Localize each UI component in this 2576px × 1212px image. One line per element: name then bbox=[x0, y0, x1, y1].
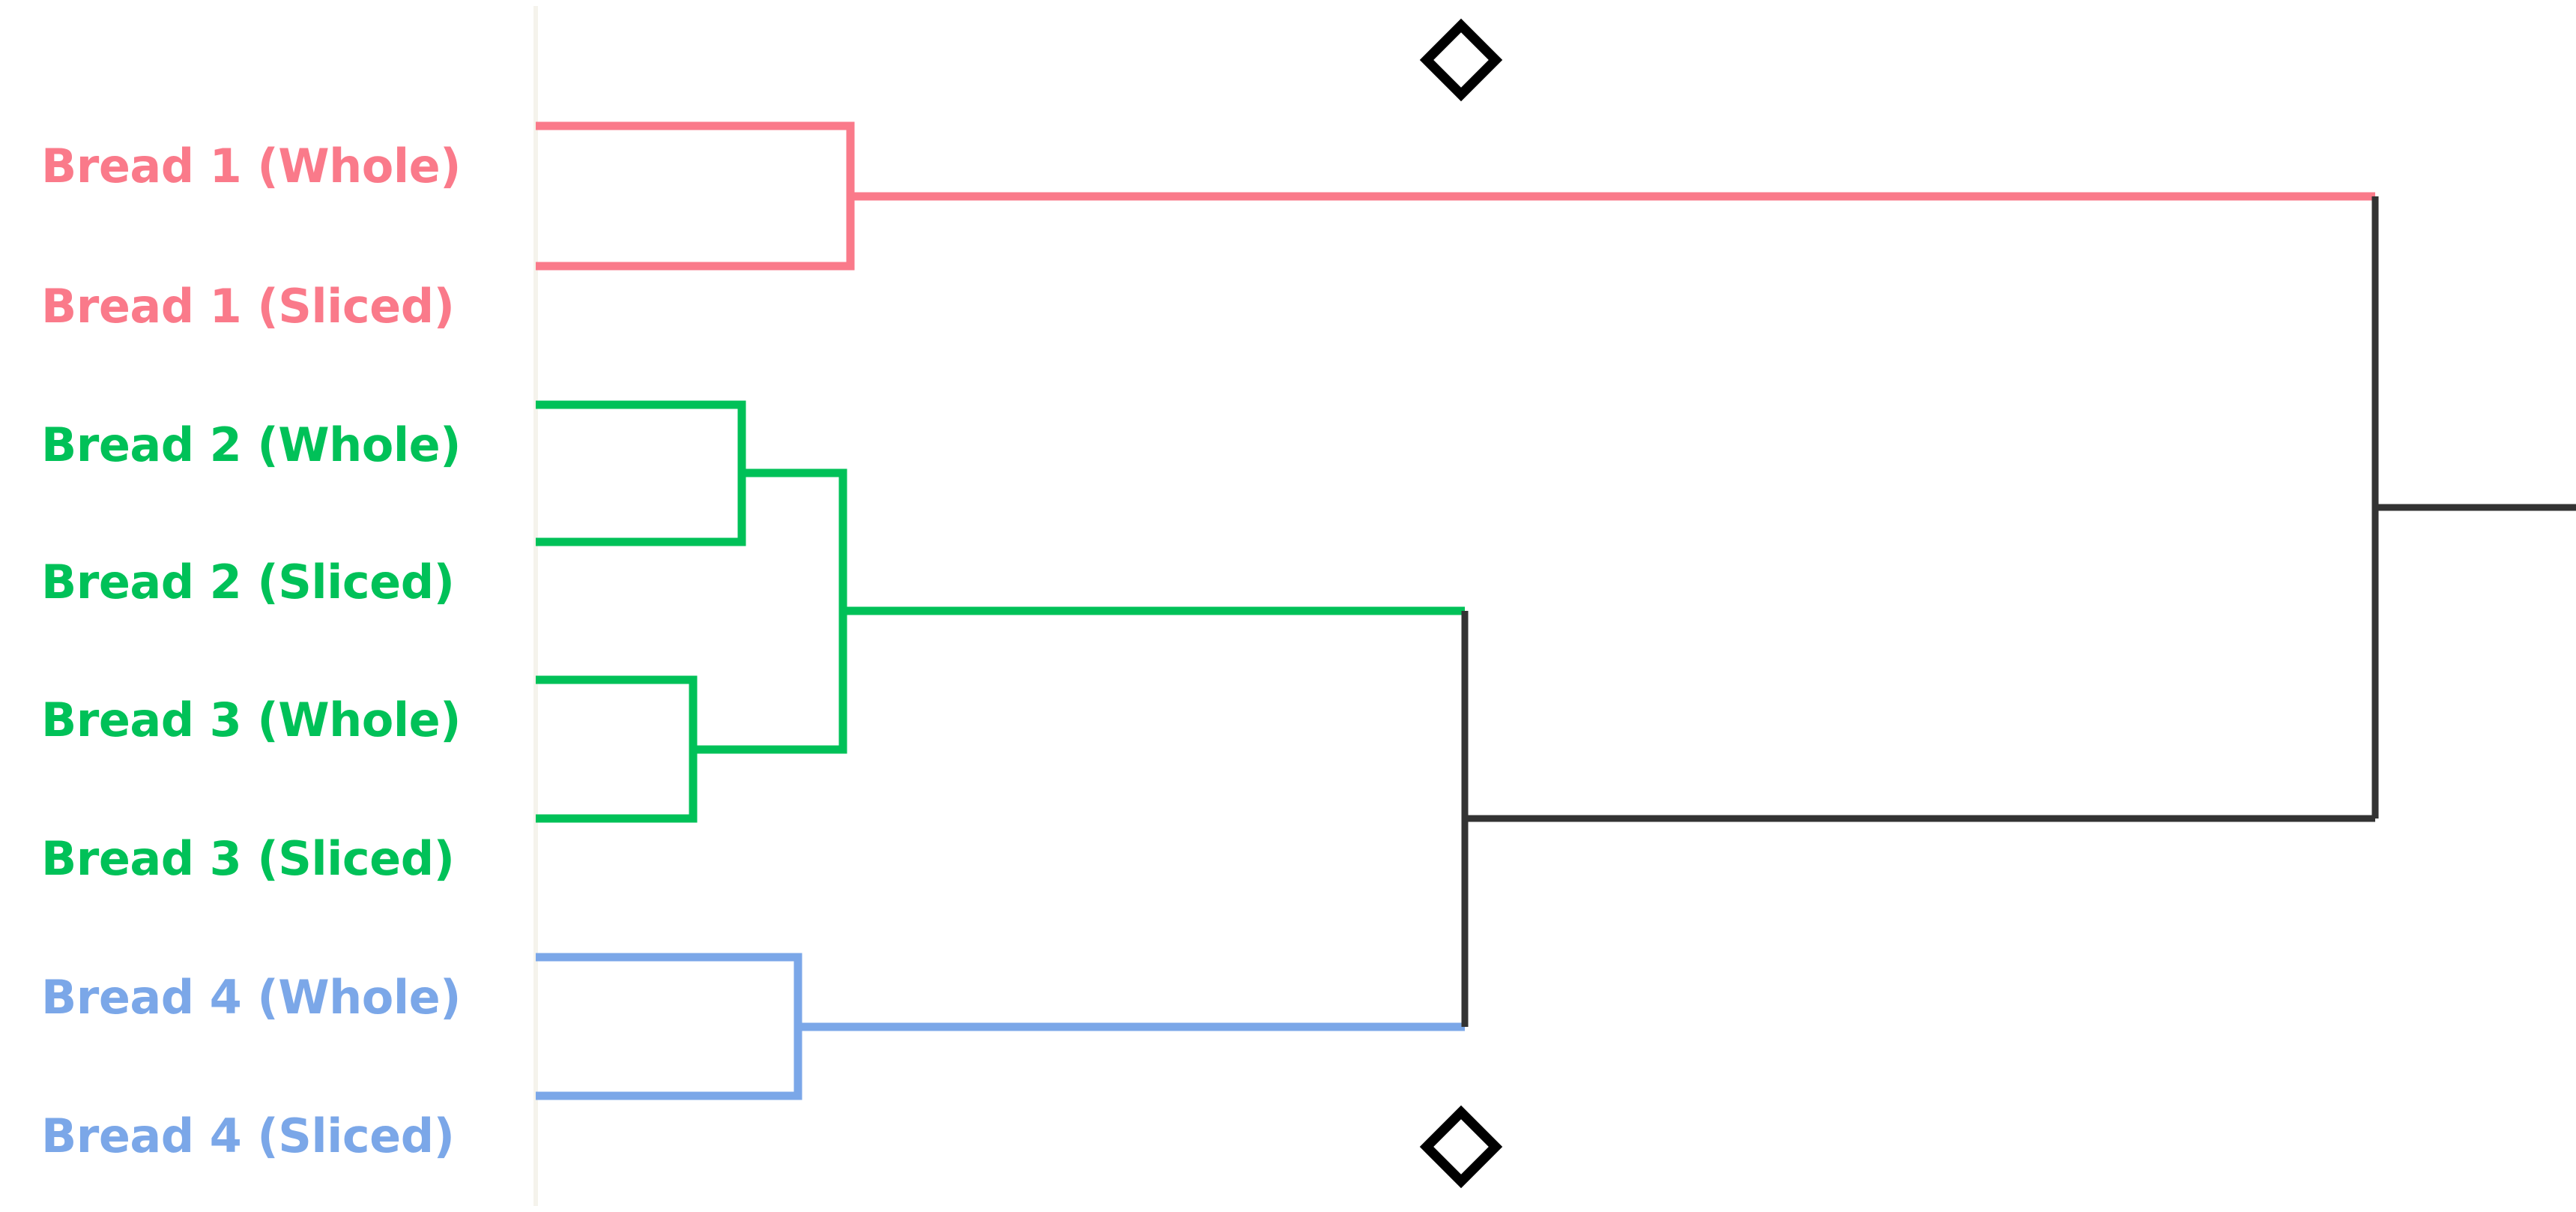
green-bread3-merge-path bbox=[536, 675, 698, 823]
leaf-label-bread4-sliced: Bread 4 (Sliced) bbox=[41, 1109, 454, 1163]
leaf-label-bread1-whole: Bread 1 (Whole) bbox=[41, 139, 461, 193]
diamond-markers bbox=[1419, 18, 1503, 1189]
leaf-label-bread3-sliced: Bread 3 (Sliced) bbox=[41, 831, 454, 886]
green-cluster-merge bbox=[693, 468, 847, 754]
blue-bread4-merge bbox=[536, 953, 802, 1100]
diamond-marker-bottom bbox=[1419, 1105, 1503, 1189]
leaf-labels: Bread 1 (Whole) Bread 1 (Sliced) Bread 2 (… bbox=[41, 139, 462, 1163]
green-cluster-merge-path bbox=[693, 468, 847, 754]
green-bread2-merge bbox=[536, 400, 746, 546]
dendrogram-links bbox=[536, 121, 2576, 1100]
green-bread3-merge bbox=[536, 675, 698, 823]
green-bread2-merge-path bbox=[536, 400, 746, 546]
leaf-label-bread1-sliced: Bread 1 (Sliced) bbox=[41, 279, 454, 334]
leaf-label-bread2-whole: Bread 2 (Whole) bbox=[41, 417, 461, 472]
leaf-label-bread3-whole: Bread 3 (Whole) bbox=[41, 693, 461, 747]
blue-bread4-merge-path bbox=[536, 953, 802, 1100]
red-bread1-merge-path bbox=[536, 121, 855, 271]
leaf-label-bread4-whole: Bread 4 (Whole) bbox=[41, 970, 461, 1025]
leaf-label-bread2-sliced: Bread 2 (Sliced) bbox=[41, 555, 454, 609]
diamond-marker-top bbox=[1419, 18, 1503, 102]
red-bread1-merge bbox=[536, 121, 855, 271]
